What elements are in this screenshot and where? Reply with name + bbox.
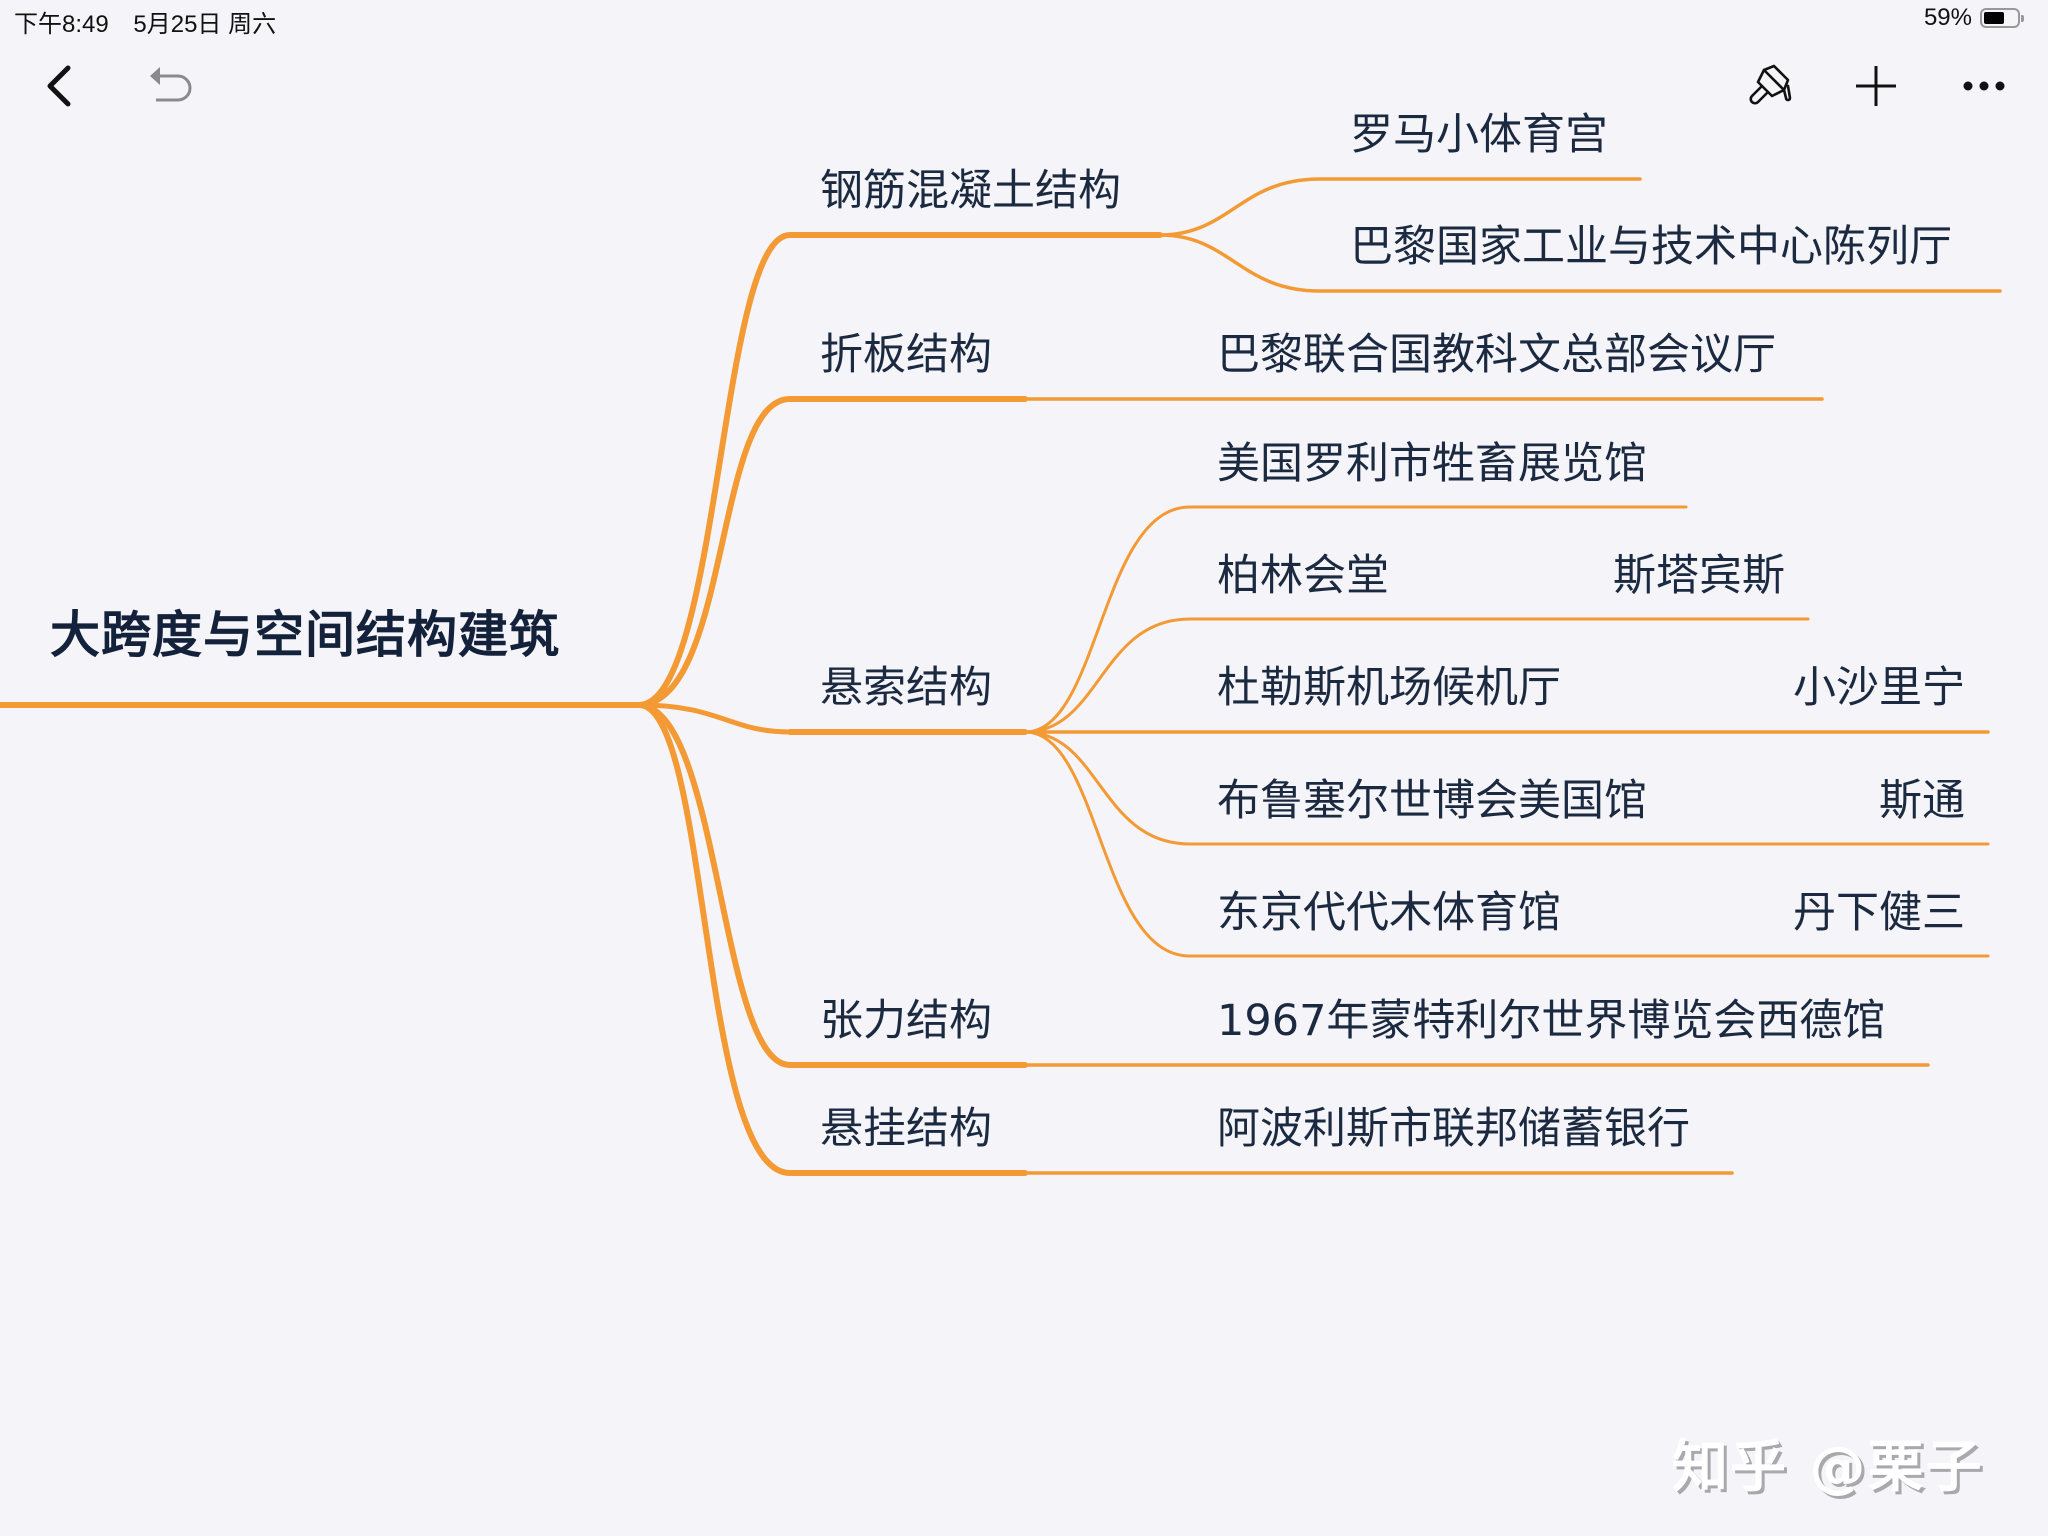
architect-note[interactable]: 小沙里宁 bbox=[1793, 663, 1965, 713]
battery-icon bbox=[1980, 8, 2024, 28]
add-button[interactable] bbox=[1848, 58, 1904, 114]
plus-icon bbox=[1856, 66, 1896, 106]
battery-percent: 59% bbox=[1923, 4, 1972, 31]
back-button[interactable] bbox=[32, 58, 88, 114]
status-bar-left: 下午8:49 5月25日 周六 bbox=[14, 4, 276, 39]
status-time: 下午8:49 bbox=[14, 11, 109, 38]
branch-node-tensile[interactable]: 张力结构 bbox=[820, 996, 992, 1046]
more-button[interactable] bbox=[1956, 58, 2012, 114]
ellipsis-icon bbox=[1963, 81, 2005, 91]
leaf-node[interactable]: 杜勒斯机场候机厅 bbox=[1217, 663, 1561, 713]
leaf-node[interactable]: 1967年蒙特利尔世界博览会西德馆 bbox=[1217, 996, 1886, 1046]
branch-node-folded-plate[interactable]: 折板结构 bbox=[820, 330, 992, 380]
leaf-node[interactable]: 东京代代木体育馆 bbox=[1217, 888, 1561, 938]
architect-note[interactable]: 斯通 bbox=[1879, 776, 1965, 826]
leaf-node[interactable]: 阿波利斯市联邦储蓄银行 bbox=[1217, 1104, 1690, 1154]
paintbrush-icon bbox=[1749, 64, 1792, 105]
style-button[interactable] bbox=[1740, 58, 1796, 114]
undo-button[interactable] bbox=[144, 58, 200, 114]
undo-icon bbox=[150, 67, 192, 102]
watermark: 知乎 @栗子 bbox=[1672, 1435, 1984, 1500]
status-bar-right: 59% bbox=[1923, 4, 2024, 32]
leaf-node[interactable]: 巴黎国家工业与技术中心陈列厅 bbox=[1350, 222, 1952, 272]
chevron-left-icon bbox=[47, 65, 71, 107]
leaf-node[interactable]: 罗马小体育宫 bbox=[1350, 110, 1608, 160]
branch-node-suspension[interactable]: 悬挂结构 bbox=[820, 1104, 992, 1154]
leaf-node[interactable]: 美国罗利市牲畜展览馆 bbox=[1217, 439, 1647, 489]
architect-note[interactable]: 斯塔宾斯 bbox=[1613, 551, 1785, 601]
leaf-node[interactable]: 巴黎联合国教科文总部会议厅 bbox=[1217, 330, 1776, 380]
leaf-node[interactable]: 柏林会堂 bbox=[1217, 551, 1389, 601]
branch-node-cable-suspended[interactable]: 悬索结构 bbox=[820, 663, 992, 713]
status-date: 5月25日 周六 bbox=[133, 11, 277, 38]
mindmap-root-node[interactable]: 大跨度与空间结构建筑 bbox=[50, 606, 560, 664]
architect-note[interactable]: 丹下健三 bbox=[1793, 888, 1965, 938]
branch-node-reinforced-concrete[interactable]: 钢筋混凝土结构 bbox=[820, 166, 1121, 216]
leaf-node[interactable]: 布鲁塞尔世博会美国馆 bbox=[1217, 776, 1647, 826]
